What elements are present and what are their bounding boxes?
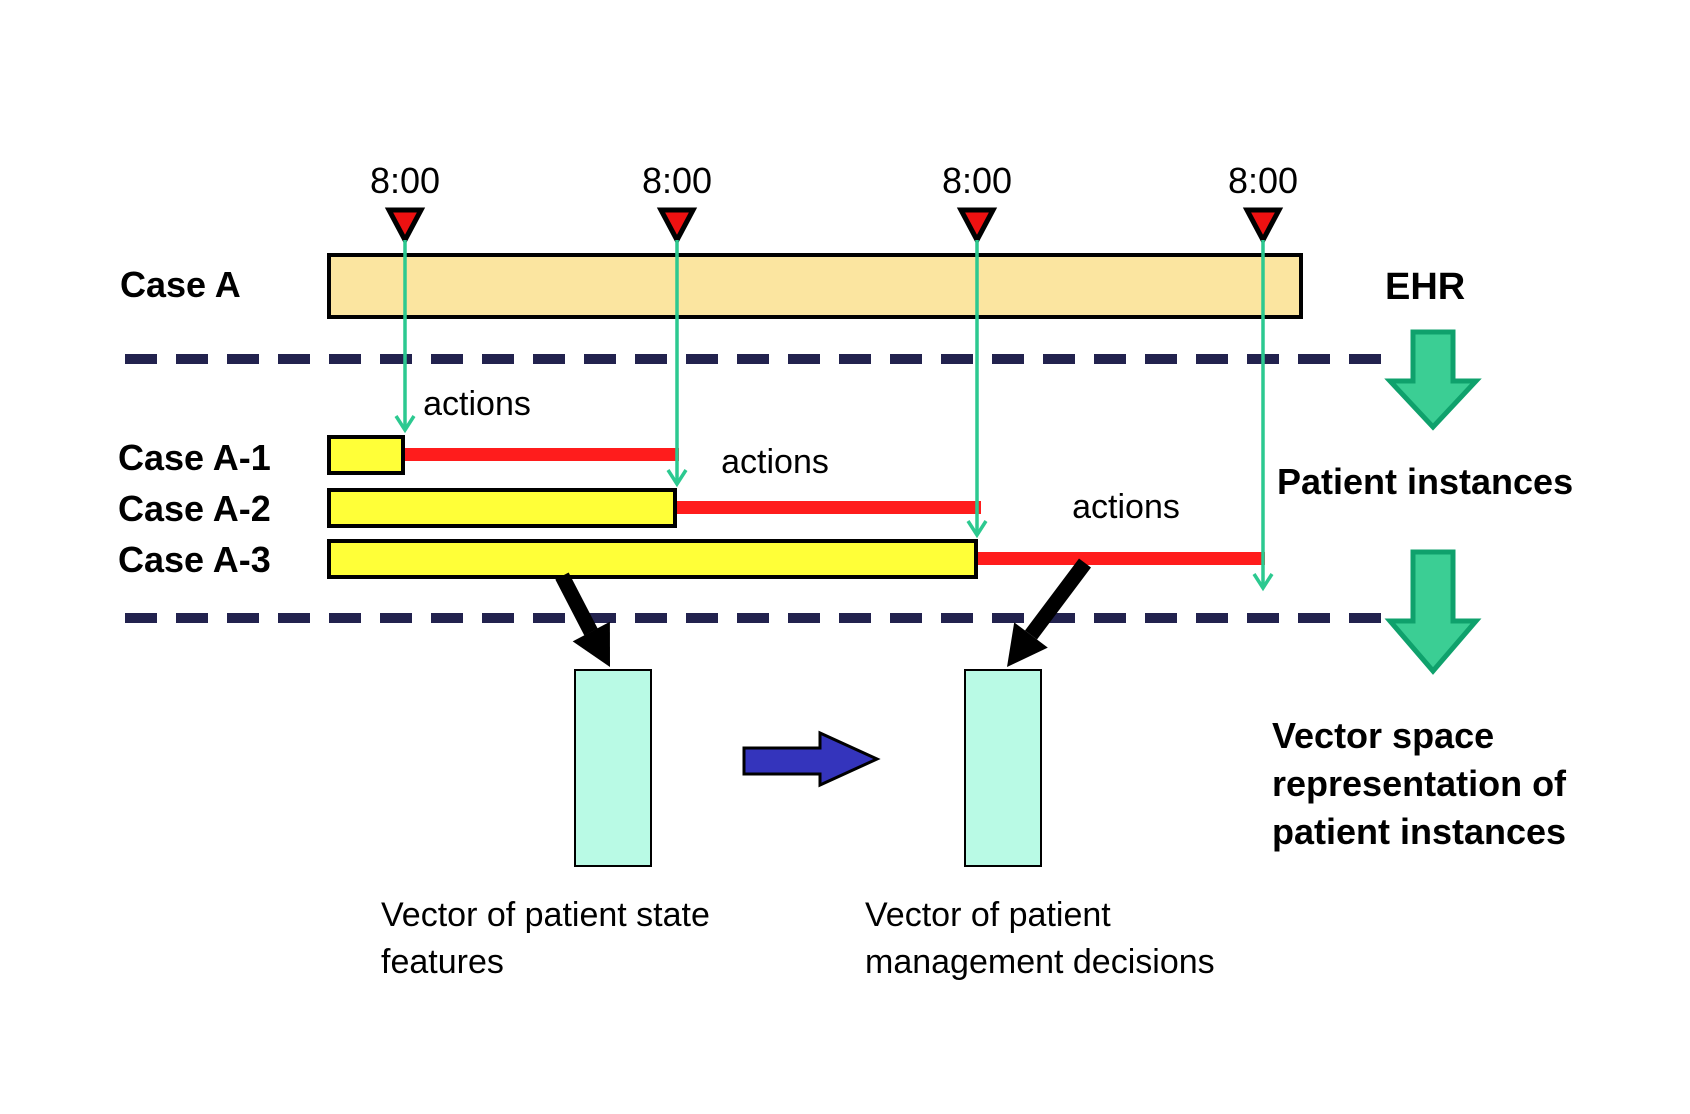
patient-instances-section-label: Patient instances bbox=[1277, 461, 1574, 502]
ehr-to-instances-arrow-icon bbox=[1384, 329, 1482, 431]
case-a1-bar bbox=[327, 435, 405, 475]
sampling-arrow-2 bbox=[666, 240, 688, 488]
state-to-vector-arrow bbox=[555, 572, 610, 667]
patient-state-vector-rect bbox=[574, 669, 652, 867]
case-a1-label: Case A-1 bbox=[118, 437, 271, 478]
time-marker-icon-2 bbox=[656, 207, 698, 246]
actions-to-vector-arrow bbox=[1007, 558, 1091, 667]
actions-label-1: actions bbox=[423, 385, 531, 423]
state-to-decision-arrow-icon bbox=[742, 730, 881, 788]
time-label-1: 8:00 bbox=[369, 160, 441, 201]
case-a2-bar bbox=[327, 488, 677, 528]
state-to-vector-arrow-head bbox=[572, 621, 610, 667]
actions-label-3: actions bbox=[1072, 488, 1180, 526]
ehr-section-label: EHR bbox=[1385, 266, 1466, 308]
actions-to-vector-arrow-head bbox=[1007, 622, 1048, 667]
patient-state-vector-caption: Vector of patient state features bbox=[381, 896, 710, 981]
case-a-label: Case A bbox=[120, 264, 241, 305]
sampling-arrow-1 bbox=[394, 240, 416, 434]
time-marker-icon-3 bbox=[956, 207, 998, 246]
case-a3-label: Case A-3 bbox=[118, 539, 271, 580]
time-label-4: 8:00 bbox=[1227, 160, 1299, 201]
management-decisions-vector-caption: Vector of patient management decisions bbox=[865, 896, 1215, 981]
sampling-arrow-3-head bbox=[966, 520, 988, 539]
time-label-2: 8:00 bbox=[641, 160, 713, 201]
case-a3-bar bbox=[327, 539, 978, 579]
case-a2-actions-line bbox=[677, 501, 981, 514]
vector-space-section-label: Vector space representation of patient i… bbox=[1272, 715, 1567, 852]
actions-to-vector-arrow-shaft bbox=[1025, 558, 1091, 640]
sampling-arrow-1-head bbox=[394, 415, 416, 434]
sampling-arrow-4 bbox=[1252, 240, 1274, 592]
sampling-arrow-3 bbox=[966, 240, 988, 539]
case-a1-actions-line bbox=[405, 448, 679, 461]
time-label-3: 8:00 bbox=[941, 160, 1013, 201]
sampling-arrow-2-head bbox=[666, 469, 688, 488]
instances-to-vector-arrow-icon bbox=[1384, 549, 1482, 675]
actions-label-2: actions bbox=[721, 443, 829, 481]
case-a2-label: Case A-2 bbox=[118, 488, 271, 529]
state-to-vector-arrow-shaft bbox=[555, 572, 598, 636]
case-a3-actions-line bbox=[978, 552, 1265, 565]
time-marker-icon-1 bbox=[384, 207, 426, 246]
sampling-arrow-4-head bbox=[1252, 573, 1274, 592]
case-a-ehr-bar bbox=[327, 253, 1303, 319]
time-marker-icon-4 bbox=[1242, 207, 1284, 246]
management-decisions-vector-rect bbox=[964, 669, 1042, 867]
